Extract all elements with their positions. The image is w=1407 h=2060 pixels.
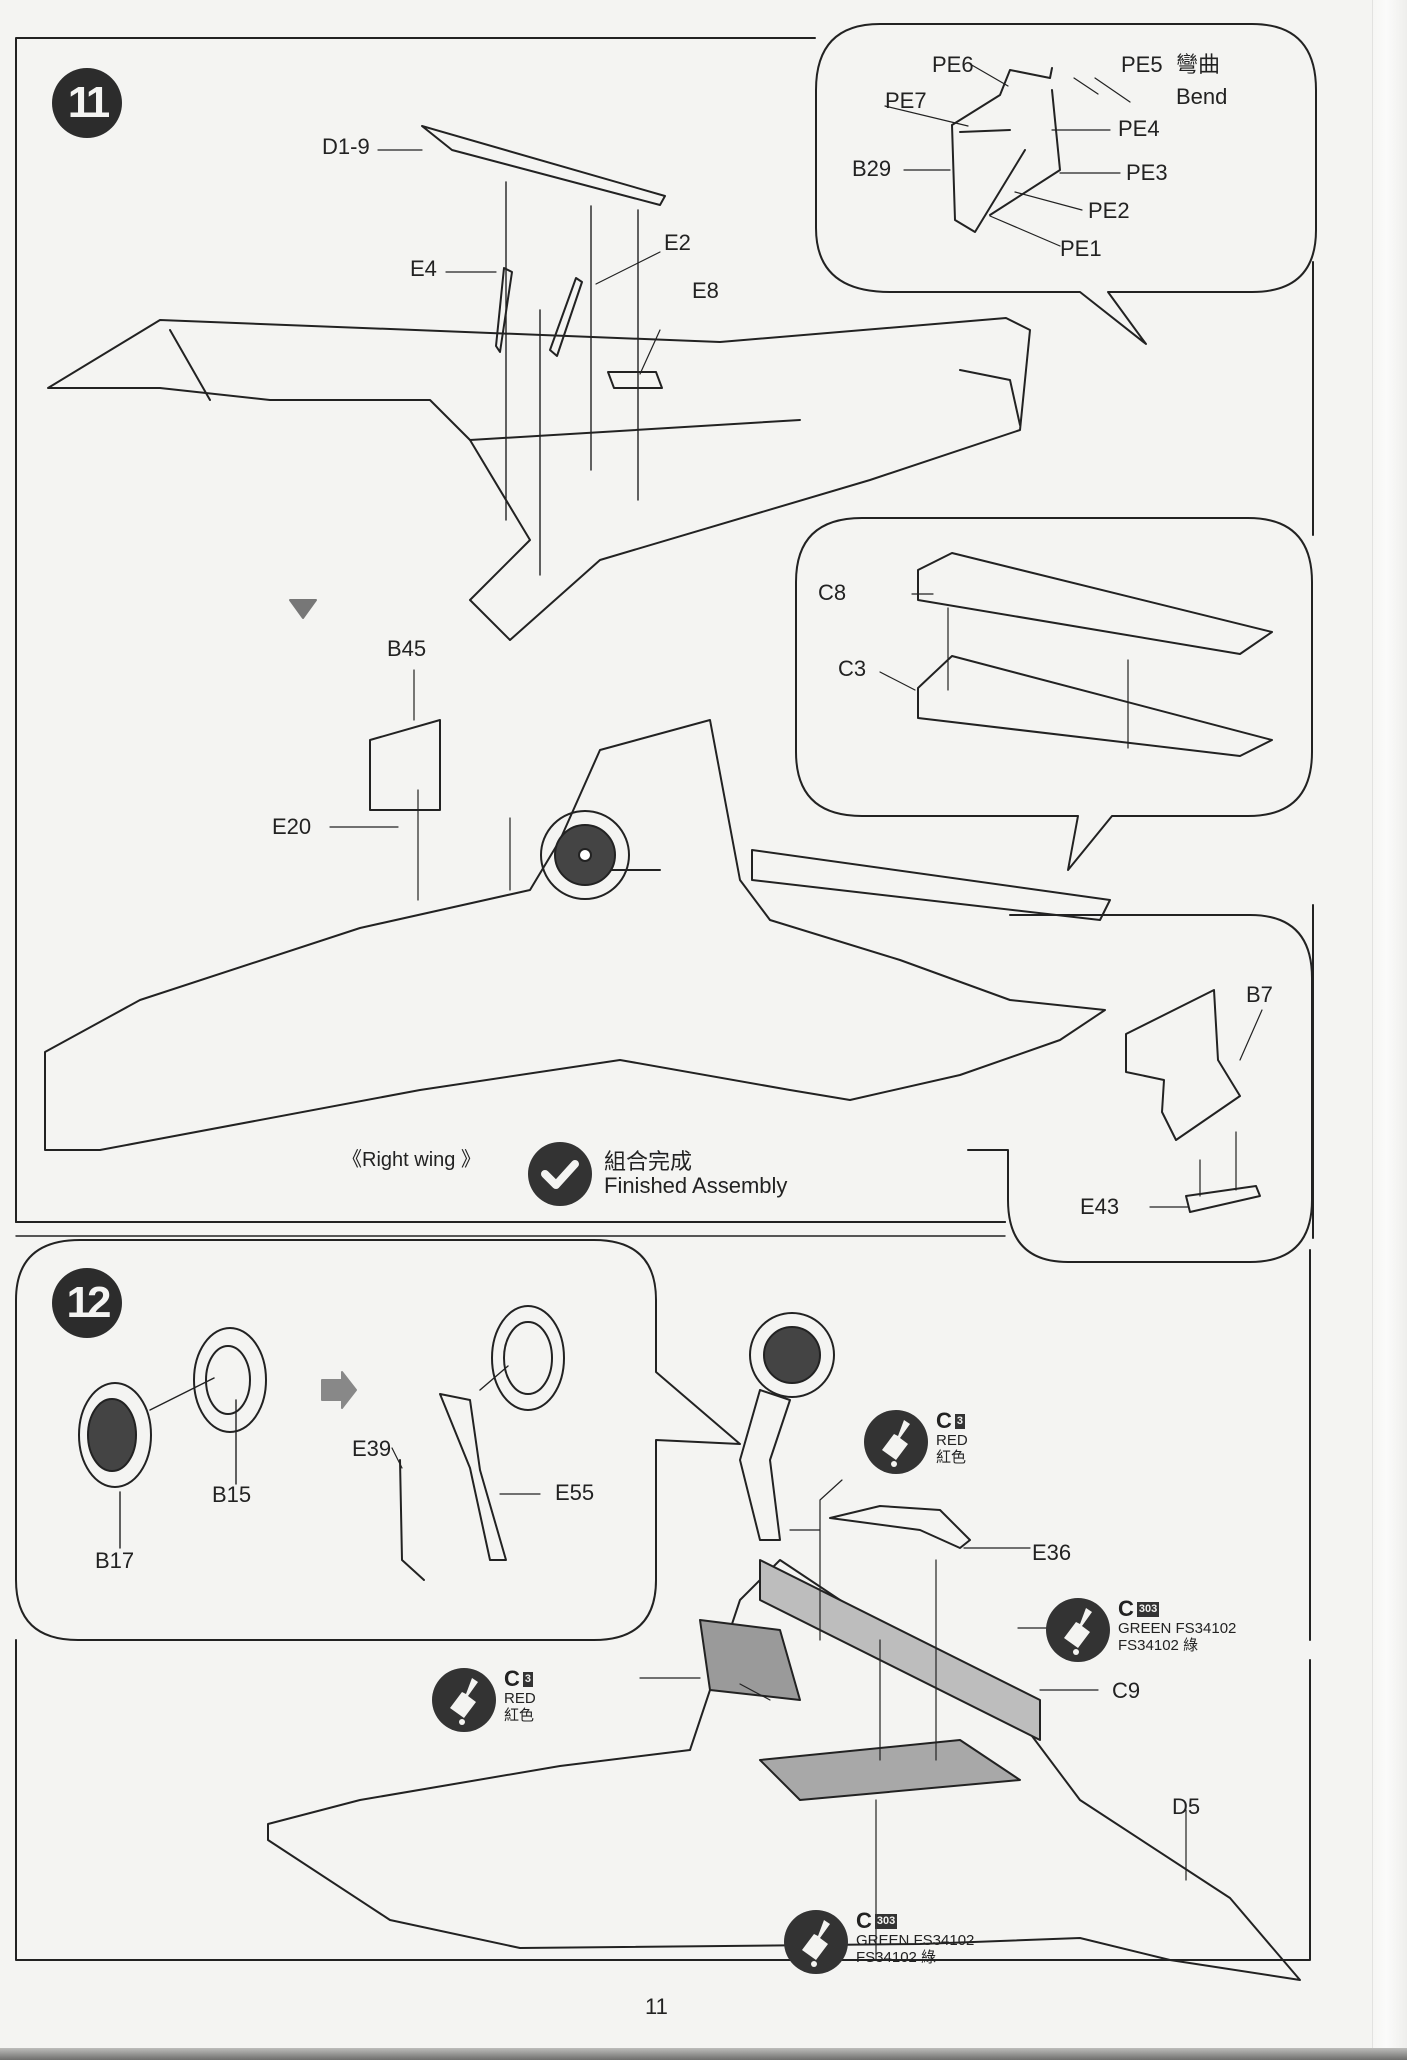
step11-frame [15, 37, 1006, 1223]
paint-prefix: C [1118, 1596, 1134, 1621]
paintbrush-icon [864, 1410, 928, 1474]
step-11-badge: 11 [52, 68, 122, 138]
part-label-pe1: PE1 [1060, 236, 1102, 261]
bend-label-en: Bend [1176, 84, 1228, 109]
part-label-b7: B7 [1246, 982, 1273, 1007]
finished-assembly-badge: 組合完成 Finished Assembly [528, 1142, 787, 1206]
part-label-e4: E4 [410, 256, 437, 281]
paper-edge [1372, 0, 1407, 2060]
paintbrush-icon [1046, 1598, 1110, 1662]
paint-name-en: RED [504, 1690, 536, 1707]
part-label-pe4: PE4 [1118, 116, 1160, 141]
bend-label-cn: 彎曲 [1176, 52, 1221, 77]
paintbrush-icon [432, 1668, 496, 1732]
door-callout-bubble [967, 914, 1313, 1263]
paint-name-cn: FS34102 綠 [1118, 1637, 1199, 1654]
step-12-badge: 12 [52, 1268, 122, 1338]
paint-name-cn: FS34102 綠 [856, 1949, 937, 1966]
part-label-e20: E20 [272, 814, 312, 839]
paper-bottom-edge [0, 2048, 1407, 2060]
part-label-c3: C3 [838, 656, 867, 681]
paintbrush-icon [784, 1910, 848, 1974]
part-label-pe7: PE7 [885, 88, 927, 113]
paint-code: 3 [522, 1671, 534, 1687]
part-label-b17: B17 [95, 1548, 135, 1573]
paint-code: 303 [1136, 1601, 1160, 1617]
part-label-e39: E39 [352, 1436, 392, 1461]
paint-prefix: C [504, 1666, 520, 1691]
paint-name-cn: 紅色 [936, 1449, 967, 1466]
paint-name-en: RED [936, 1432, 968, 1449]
part-label-pe2: PE2 [1088, 198, 1130, 223]
wing-upper-outline [47, 317, 1031, 641]
part-label-d1-9: D1-9 [322, 134, 370, 159]
part-label-b15: B15 [212, 1482, 252, 1507]
paint-code: 303 [874, 1913, 898, 1929]
finished-label-en: Finished Assembly [604, 1173, 788, 1198]
checkmark-icon [528, 1142, 592, 1206]
page-number: 11 [645, 1994, 668, 2019]
wheel-callout-bubble [15, 1239, 741, 1641]
gray-right-arrow-icon [321, 1371, 357, 1409]
paint-prefix: C [936, 1408, 952, 1433]
part-label-b45: B45 [387, 636, 427, 661]
part-label-pe3: PE3 [1126, 160, 1168, 185]
paint-name-en: GREEN FS34102 [856, 1932, 975, 1949]
part-label-e55: E55 [555, 1480, 595, 1505]
flap-callout-bubble [795, 517, 1313, 871]
finished-label-cn: 組合完成 [604, 1149, 693, 1174]
part-label-e8: E8 [692, 278, 719, 303]
part-label-pe6: PE6 [932, 52, 974, 77]
wing-lower-outline [44, 719, 1106, 1151]
part-label-c8: C8 [818, 580, 847, 605]
part-label-e36: E36 [1032, 1540, 1072, 1565]
part-label-b29: B29 [852, 156, 892, 181]
part-label-c9: C9 [1112, 1678, 1141, 1703]
paint-prefix: C [856, 1908, 872, 1933]
part-label-e43: E43 [1080, 1194, 1120, 1219]
part-label-e2: E2 [664, 230, 691, 255]
subassembly-caption: 《Right wing 》 [342, 1149, 481, 1171]
part-label-pe5: PE5 [1121, 52, 1163, 77]
paint-name-en: GREEN FS34102 [1118, 1620, 1237, 1637]
step12-wing-outline [267, 1559, 1301, 1981]
paint-name-cn: 紅色 [504, 1707, 535, 1724]
part-label-d5: D5 [1172, 1794, 1201, 1819]
down-arrow-icon [289, 599, 317, 619]
paint-code: 3 [954, 1413, 966, 1429]
pe-callout-bubble [815, 23, 1317, 345]
